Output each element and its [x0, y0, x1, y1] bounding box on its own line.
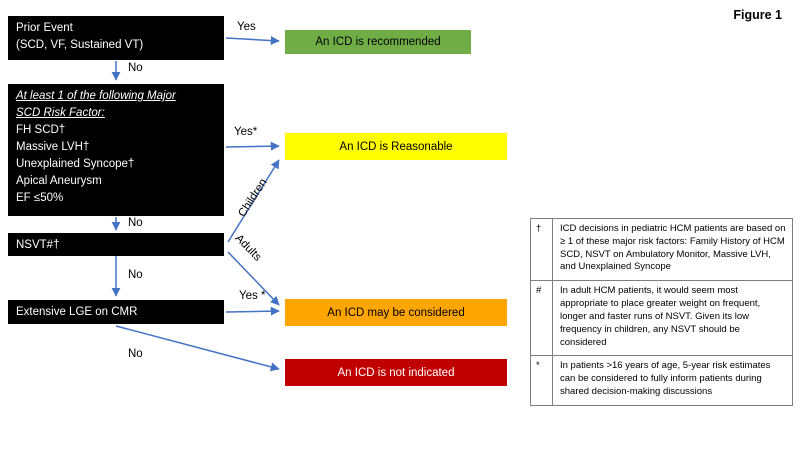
- node-prior-event: Prior Event (SCD, VF, Sustained VT): [8, 16, 224, 60]
- node-lge: Extensive LGE on CMR: [8, 300, 224, 324]
- risk-factor-item: Apical Aneurysm: [16, 175, 102, 187]
- footnote-row: * In patients >16 years of age, 5-year r…: [531, 356, 792, 405]
- footnote-symbol: #: [531, 281, 553, 356]
- footnote-row: # In adult HCM patients, it would seem m…: [531, 281, 792, 357]
- footnote-text: In patients >16 years of age, 5-year ris…: [560, 360, 771, 397]
- footnote-row: † ICD decisions in pediatric HCM patient…: [531, 219, 792, 282]
- node-nsvt: NSVT#†: [8, 233, 224, 256]
- outcome-not-indicated: An ICD is not indicated: [285, 359, 507, 386]
- lge-label: Extensive LGE on CMR: [16, 306, 138, 318]
- risk-factors-heading2: SCD Risk Factor:: [16, 107, 105, 119]
- label-no-4: No: [128, 348, 143, 360]
- outcome-may-be-considered: An ICD may be considered: [285, 299, 507, 326]
- label-yes-3: Yes *: [239, 290, 266, 302]
- label-no-2: No: [128, 217, 143, 229]
- label-no-3: No: [128, 269, 143, 281]
- nsvt-label: NSVT#†: [16, 239, 60, 251]
- risk-factors-heading1: At least 1 of the following Major: [16, 90, 176, 102]
- edge-yes-reasonable: [225, 141, 280, 151]
- node-risk-factors: At least 1 of the following Major SCD Ri…: [8, 84, 224, 216]
- label-yes-1: Yes: [237, 21, 256, 33]
- risk-factor-item: FH SCD†: [16, 124, 66, 136]
- footnote-symbol: *: [531, 356, 553, 405]
- risk-factor-item: Unexplained Syncope†: [16, 158, 135, 170]
- footnote-text: In adult HCM patients, it would seem mos…: [560, 285, 761, 348]
- label-yes-2: Yes*: [234, 126, 258, 138]
- outcome-recommended: An ICD is recommended: [285, 30, 471, 54]
- footnote-text: ICD decisions in pediatric HCM patients …: [560, 223, 786, 273]
- risk-factor-item: EF ≤50%: [16, 192, 64, 204]
- figure-title: Figure 1: [733, 8, 782, 22]
- label-no-1: No: [128, 62, 143, 74]
- outcome-reasonable: An ICD is Reasonable: [285, 133, 507, 160]
- edge-yes-recommended: [225, 36, 280, 46]
- prior-event-line1: Prior Event: [16, 22, 73, 34]
- label-children: Children: [236, 176, 270, 220]
- risk-factor-item: Massive LVH†: [16, 141, 90, 153]
- label-adults: Adults: [232, 232, 264, 264]
- footnote-table: † ICD decisions in pediatric HCM patient…: [530, 218, 793, 406]
- edge-yes-considered: [225, 306, 280, 316]
- prior-event-line2: (SCD, VF, Sustained VT): [16, 39, 144, 51]
- footnote-symbol: †: [531, 219, 553, 281]
